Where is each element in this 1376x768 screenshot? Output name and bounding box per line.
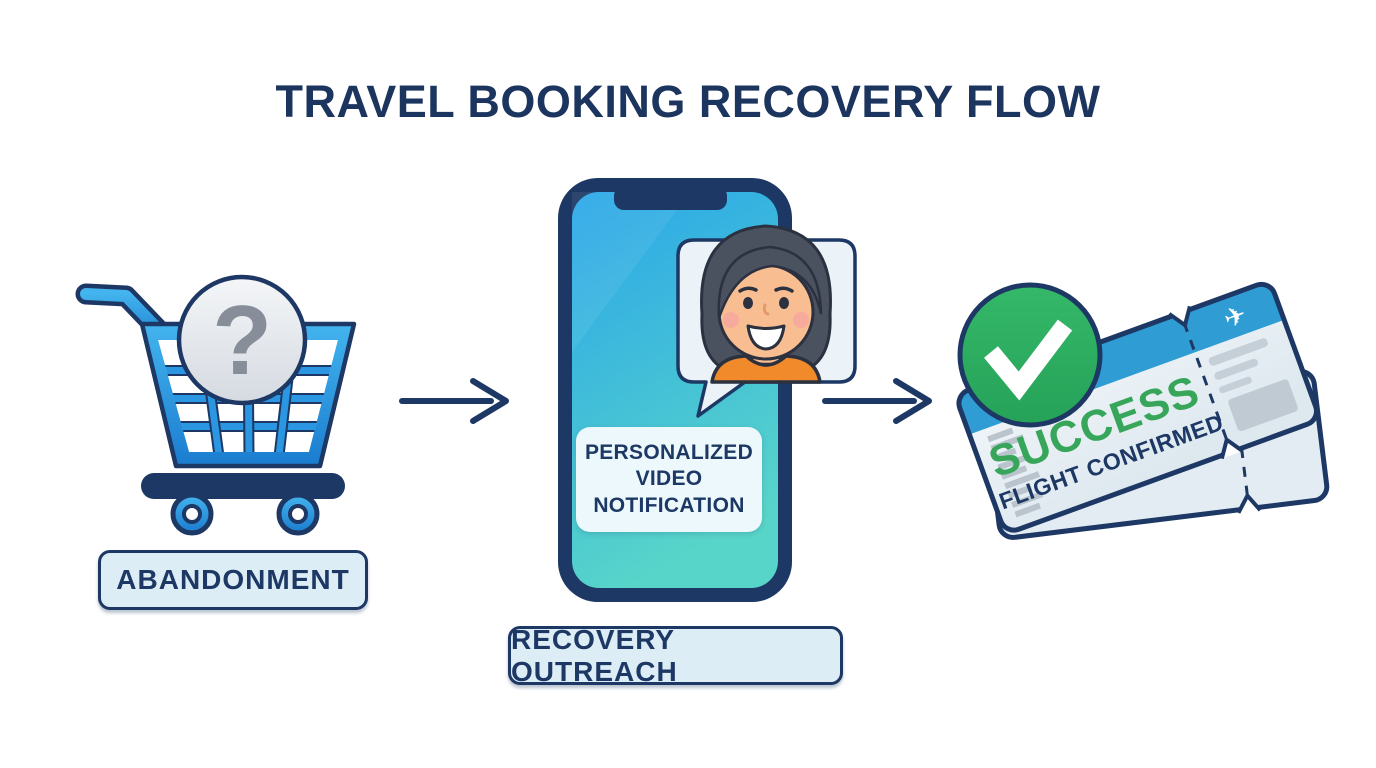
stage-label-abandonment: ABANDONMENT [98,550,368,610]
phone-notch [614,186,727,210]
avatar-bangs [717,245,823,319]
barcode [987,427,1044,518]
question-mark-badge: ? [176,274,308,406]
stage-label-recovery-outreach: RECOVERY OUTREACH [508,624,843,687]
ticket-stub-lines [1208,338,1298,432]
question-mark-icon: ? [212,285,272,395]
avatar-eye-left [743,297,753,309]
customer-avatar [700,224,832,384]
abandoned-cart-icon: ? [75,274,357,536]
success-check-icon [957,282,1103,428]
speech-bubble [676,224,857,418]
page-title: TRAVEL BOOKING RECOVERY FLOW [275,76,1101,128]
arrow-icon-1 [399,378,509,424]
avatar-shirt [710,354,822,384]
avatar-mouth [746,324,786,351]
notification-text-box: PERSONALIZED VIDEO NOTIFICATION [576,427,762,533]
avatar-eye-right [779,297,789,309]
ticket-perforation [1182,321,1230,444]
arrow-icon-2 [822,378,932,424]
